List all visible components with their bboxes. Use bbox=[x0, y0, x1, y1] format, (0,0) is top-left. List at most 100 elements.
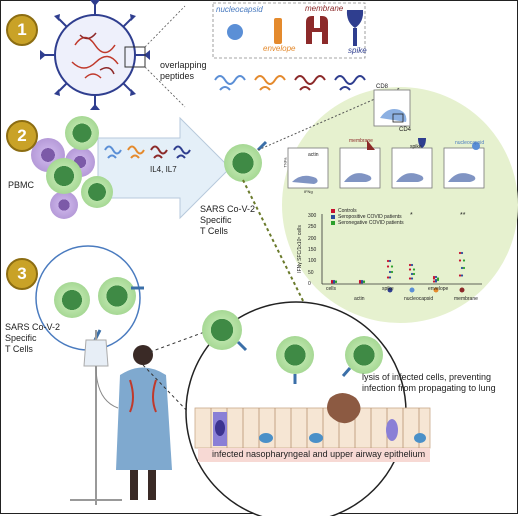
chart-point bbox=[460, 266, 464, 270]
chart-point bbox=[458, 259, 462, 262]
patient-icon bbox=[116, 345, 172, 500]
chart-legend-entry: Seropositive COVID patients bbox=[338, 214, 402, 220]
chart-ytick: 300 bbox=[308, 213, 317, 219]
chart-ytick: 250 bbox=[308, 224, 317, 231]
chart-ytick: 200 bbox=[308, 235, 317, 242]
chart-point bbox=[330, 280, 334, 283]
spike-label: spike bbox=[348, 46, 367, 55]
chart-significance: ** bbox=[460, 212, 466, 219]
pbmc-label: PBMC bbox=[8, 180, 35, 190]
category-icon bbox=[433, 287, 439, 293]
membrane-icon bbox=[306, 16, 328, 44]
step-badge-3: 3 bbox=[6, 258, 38, 290]
legend-swatch bbox=[331, 215, 335, 219]
chart-point bbox=[432, 277, 436, 280]
tcell-label-2: SARS Co-V-2 Specific T Cells bbox=[200, 204, 256, 236]
membrane-plot-label: membrane bbox=[349, 138, 373, 144]
chart-ytick: 100 bbox=[308, 258, 317, 265]
chart-point bbox=[432, 280, 436, 283]
iv-bag-icon bbox=[70, 330, 122, 505]
chart-xtick: spike bbox=[382, 286, 394, 292]
chart-legend-entry: Controls bbox=[338, 208, 357, 214]
chart-point bbox=[408, 277, 412, 280]
step-badge-2: 2 bbox=[6, 120, 38, 152]
chart-point bbox=[386, 265, 390, 268]
lysis-label: lysis of infected cells, preventing infe… bbox=[362, 372, 496, 393]
actin-label: actin bbox=[308, 152, 319, 158]
chart-point bbox=[388, 276, 392, 279]
category-icon bbox=[459, 287, 465, 293]
chart-point bbox=[460, 251, 464, 255]
cd4-label: CD4 bbox=[399, 127, 412, 133]
proteins-box bbox=[212, 2, 366, 59]
nucleocapsid-plot-label: nucleocapsid bbox=[455, 140, 485, 146]
chart-point bbox=[388, 259, 392, 263]
spike-icon bbox=[346, 10, 364, 46]
chart-point bbox=[358, 280, 362, 283]
chart-ytick: 150 bbox=[308, 247, 317, 253]
chart-point bbox=[386, 276, 390, 279]
chart-xtick: membrane bbox=[454, 296, 478, 302]
cytokines-label: IL4, IL7 bbox=[150, 165, 177, 174]
chart-point bbox=[462, 266, 466, 270]
flow-plots bbox=[287, 147, 485, 189]
scatter-chart bbox=[321, 209, 482, 293]
chart-point bbox=[390, 270, 394, 274]
chart-xtick: envelope bbox=[428, 286, 449, 292]
chart-significance: * bbox=[410, 212, 413, 219]
chart-xtick: nucleocapsid bbox=[404, 296, 434, 302]
spike-plot-label: spike bbox=[410, 144, 422, 150]
category-icon bbox=[409, 287, 415, 293]
chart-point bbox=[408, 263, 412, 267]
chart-ytick: 50 bbox=[308, 269, 314, 276]
nucleocapsid-icon bbox=[227, 24, 243, 40]
ifn-axis-label: IFNg bbox=[304, 189, 313, 194]
membrane-label: membrane bbox=[305, 4, 344, 13]
chart-point bbox=[408, 268, 412, 271]
chart-point bbox=[410, 263, 414, 267]
chart-point bbox=[436, 278, 440, 282]
chart-point bbox=[458, 251, 462, 255]
arrow-peptides-icon bbox=[104, 145, 191, 159]
tnf-axis-label: TNFa bbox=[282, 157, 288, 168]
cd8-label: CD8 bbox=[376, 84, 389, 90]
chart-point bbox=[434, 280, 438, 283]
chart-point bbox=[460, 274, 464, 277]
step-badge-1: 1 bbox=[6, 14, 38, 46]
envelope-icon bbox=[274, 18, 282, 44]
specific-tcell-icon bbox=[224, 140, 268, 182]
chart-point bbox=[334, 280, 338, 284]
chart-point bbox=[388, 270, 392, 274]
epithelium-label: infected nasopharyngeal and upper airway… bbox=[212, 449, 426, 459]
chart-point bbox=[412, 268, 416, 271]
nucleocapsid-label: nucleocapsid bbox=[216, 5, 263, 14]
chart-point bbox=[360, 279, 364, 283]
chart-point bbox=[434, 275, 438, 279]
category-icon bbox=[387, 287, 393, 293]
virus-icon bbox=[40, 0, 150, 110]
chart-ylabel: IFNγ SFC/1x10⁵ cells bbox=[296, 225, 303, 273]
tcell-label-3: SARS Co-V-2 Specific T Cells bbox=[5, 322, 61, 354]
chart-point bbox=[412, 272, 416, 276]
epithelium-icon bbox=[194, 393, 431, 462]
peptides-row-icon bbox=[214, 75, 366, 91]
results-panel bbox=[282, 87, 518, 323]
legend-swatch bbox=[331, 221, 335, 225]
chart-point bbox=[386, 259, 390, 263]
chart-point bbox=[458, 274, 462, 277]
chart-point bbox=[332, 279, 336, 283]
chart-point bbox=[390, 265, 394, 268]
chart-xtick: cells bbox=[326, 286, 337, 292]
chart-point bbox=[410, 272, 414, 276]
overlapping-peptides-label: overlapping peptides bbox=[160, 60, 207, 81]
chart-point bbox=[362, 280, 366, 284]
chart-ytick: 0 bbox=[308, 281, 311, 287]
chart-point bbox=[462, 259, 466, 262]
legend-swatch bbox=[331, 209, 335, 213]
envelope-label: envelope bbox=[263, 44, 296, 53]
chart-point bbox=[410, 277, 414, 280]
chart-xtick: actin bbox=[354, 296, 365, 302]
pbmc-cluster bbox=[31, 116, 113, 219]
chart-legend-entry: Seronegative COVID patients bbox=[338, 220, 404, 226]
